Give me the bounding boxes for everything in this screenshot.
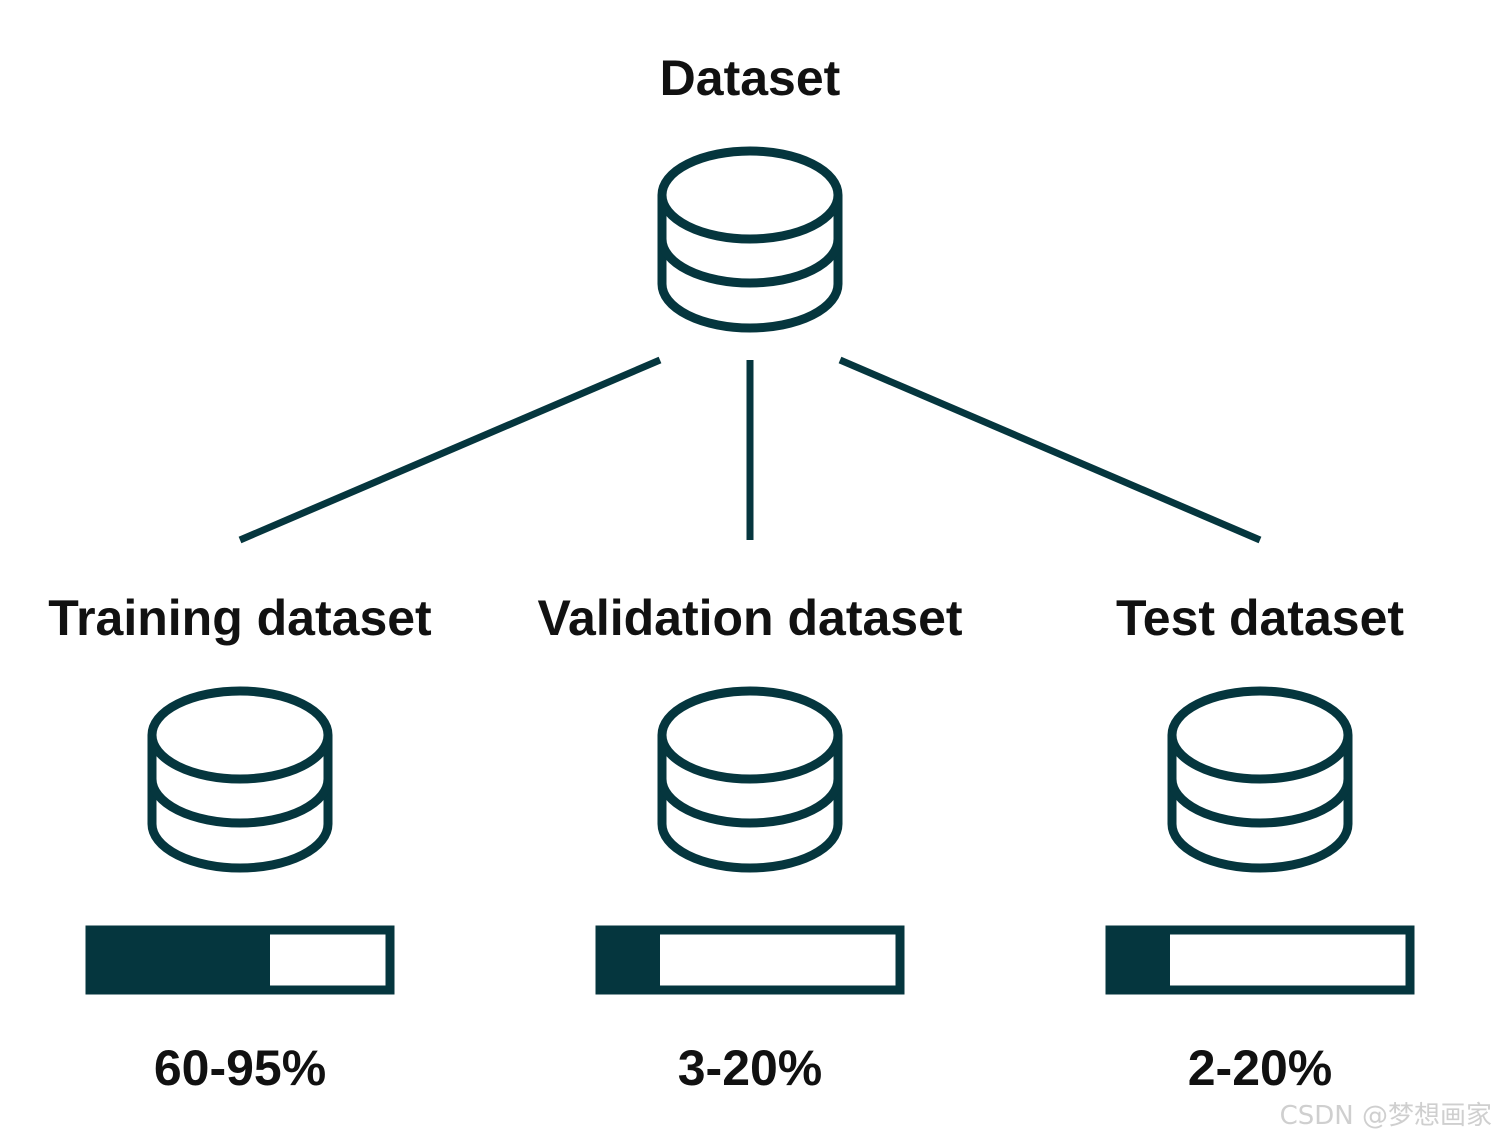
split-percentage: 2-20% (1188, 1040, 1333, 1096)
database-icon (147, 686, 333, 873)
split-label: Test dataset (1116, 590, 1404, 646)
split-percentage: 60-95% (154, 1040, 326, 1096)
split-percentage: 3-20% (678, 1040, 823, 1096)
split-training: Training dataset 60-95% (48, 590, 432, 1096)
split-test: Test dataset 2-20% (1105, 590, 1415, 1096)
root-label: Dataset (660, 50, 841, 106)
split-label: Training dataset (48, 590, 432, 646)
proportion-bar (595, 925, 905, 995)
split-label: Validation dataset (537, 590, 962, 646)
database-icon (1167, 686, 1353, 873)
bar-fill (600, 930, 660, 990)
split-validation: Validation dataset 3-20% (537, 590, 962, 1096)
connector-training (238, 356, 662, 544)
connector-test (838, 356, 1262, 544)
bar-fill (90, 930, 270, 990)
bar-fill (1110, 930, 1170, 990)
proportion-bar (85, 925, 395, 995)
database-icon (657, 686, 843, 873)
watermark: CSDN @梦想画家 (1280, 1101, 1492, 1131)
connector-lines (238, 356, 1262, 544)
proportion-bar (1105, 925, 1415, 995)
database-icon (657, 146, 843, 333)
